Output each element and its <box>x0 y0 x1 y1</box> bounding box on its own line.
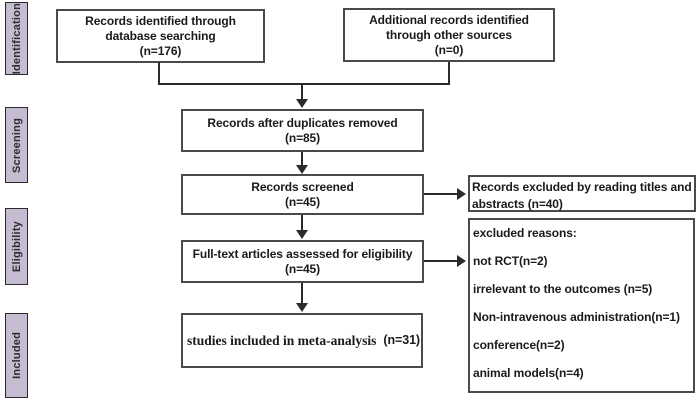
box-excluded-titles: Records excluded by reading titles and a… <box>468 175 696 212</box>
stage-identification-label: Identification <box>10 2 23 75</box>
box-duplicates-removed: Records after duplicates removed (n=85) <box>181 109 424 152</box>
connector-other-sources-drop <box>448 62 450 85</box>
box-fulltext-assessed-count: (n=45) <box>284 261 321 276</box>
box-screened: Records screened (n=45) <box>181 174 424 215</box>
stage-included: Included <box>5 313 28 398</box>
excluded-reason-irrelevant: irrelevant to the outcomes (n=5) <box>473 282 653 296</box>
box-screened-count: (n=45) <box>284 194 321 209</box>
connector-merge-horizontal <box>158 83 450 85</box>
connector-duplicates-to-screened <box>301 152 303 166</box>
box-records-identified-line2: database searching <box>105 28 216 43</box>
box-fulltext-assessed-line1: Full-text articles assessed for eligibil… <box>192 246 413 261</box>
arrowhead-to-duplicates-removed <box>296 99 308 108</box>
box-additional-records-line2: through other sources <box>386 27 512 42</box>
box-records-identified-line1: Records identified through <box>85 13 236 28</box>
box-studies-included-text: studies included in meta-analysis <box>187 333 377 348</box>
box-additional-records-count: (n=0) <box>434 42 464 57</box>
stage-eligibility-label: Eligibility <box>10 220 23 273</box>
connector-screened-to-fulltext <box>301 215 303 231</box>
box-additional-records-line1: Additional records identified <box>369 12 529 27</box>
arrowhead-to-excluded-titles <box>457 188 466 200</box>
stage-screening-label: Screening <box>10 117 23 173</box>
arrowhead-to-included <box>296 303 308 312</box>
arrowhead-to-screened <box>296 165 308 174</box>
stage-eligibility: Eligibility <box>5 208 28 285</box>
connector-db-search-drop <box>158 62 160 85</box>
connector-fulltext-to-included <box>301 283 303 304</box>
stage-identification: Identification <box>5 2 28 75</box>
connector-screened-to-excluded <box>424 193 458 195</box>
excluded-reason-conference: conference(n=2) <box>473 338 565 352</box>
excluded-reasons-title: excluded reasons: <box>473 226 577 240</box>
box-fulltext-assessed: Full-text articles assessed for eligibil… <box>181 240 424 283</box>
box-additional-records: Additional records identified through ot… <box>343 8 555 62</box>
arrowhead-to-fulltext <box>296 230 308 239</box>
box-studies-included-count: (n=31) <box>383 333 420 347</box>
excluded-reason-non-intravenous: Non-intravenous administration(n=1) <box>473 310 680 324</box>
box-records-identified-count: (n=176) <box>139 43 182 58</box>
box-studies-included: studies included in meta-analysis (n=31) <box>181 313 423 368</box>
connector-fulltext-to-reasons <box>424 260 458 262</box>
box-duplicates-removed-count: (n=85) <box>284 130 321 145</box>
box-excluded-titles-text: Records excluded by reading titles and a… <box>472 180 692 211</box>
stage-included-label: Included <box>10 332 23 379</box>
excluded-reason-animal-models: animal models(n=4) <box>473 366 584 380</box>
stage-screening: Screening <box>5 107 28 183</box>
box-excluded-reasons: excluded reasons: not RCT(n=2) irrelevan… <box>468 218 695 393</box>
arrowhead-to-excluded-reasons <box>457 255 466 267</box>
box-screened-line1: Records screened <box>251 179 354 194</box>
box-duplicates-removed-line1: Records after duplicates removed <box>207 115 398 130</box>
connector-merge-drop <box>301 83 303 100</box>
excluded-reason-not-rct: not RCT(n=2) <box>473 254 548 268</box>
box-records-identified: Records identified through database sear… <box>56 9 265 63</box>
